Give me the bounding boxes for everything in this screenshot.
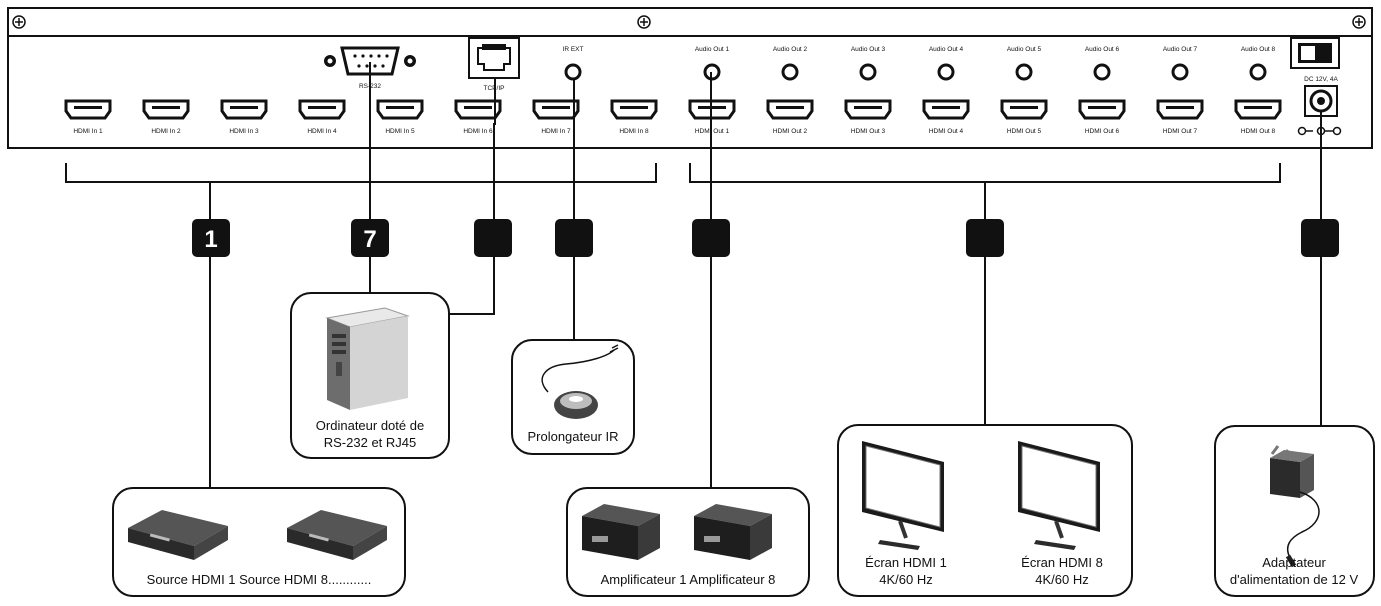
step-badge bbox=[692, 219, 730, 257]
hdmi-in-bracket bbox=[65, 163, 657, 183]
adapter-label-line2: d'alimentation de 12 V bbox=[1230, 572, 1359, 587]
ir-receiver-icon bbox=[541, 344, 619, 419]
hdmi-out-port-8 bbox=[1234, 99, 1282, 120]
hdmi-source-device-icon bbox=[287, 510, 387, 560]
step-badge bbox=[966, 219, 1004, 257]
hdmi-out-port-2-label: HDMI Out 2 bbox=[773, 128, 808, 135]
audio-out-jack-5 bbox=[1015, 63, 1033, 81]
hdmi-in-port-4-label: HDMI In 4 bbox=[307, 128, 337, 135]
screen8-label-line1: Écran HDMI 8 bbox=[1021, 555, 1103, 570]
screens-box: Écran HDMI 1 4K/60 Hz Écran HDMI 8 4K/60… bbox=[837, 424, 1133, 597]
screen8-label-line2: 4K/60 Hz bbox=[1035, 572, 1088, 587]
panel-screw bbox=[12, 15, 26, 29]
audio-out-jack-7 bbox=[1171, 63, 1189, 81]
panel-screw bbox=[1352, 15, 1366, 29]
step-badge: 7 bbox=[351, 219, 389, 257]
hdmi-in-port-8 bbox=[610, 99, 658, 120]
hdmi-out-port-8-label: HDMI Out 8 bbox=[1241, 128, 1276, 135]
audio-out-jack-4 bbox=[937, 63, 955, 81]
hdmi-out-port-6 bbox=[1078, 99, 1126, 120]
hdmi-out-port-3 bbox=[844, 99, 892, 120]
amplifiers-box: Amplificateur 1 Amplificateur 8 bbox=[566, 487, 810, 597]
ir-extender-box: Prolongateur IR bbox=[511, 339, 635, 455]
audio-out-label-5: Audio Out 5 bbox=[1007, 46, 1042, 53]
hdmi-out-port-7 bbox=[1156, 99, 1204, 120]
step-badge bbox=[1301, 219, 1339, 257]
tcpip-port: TCP/IP bbox=[468, 37, 520, 92]
amplifiers-label: Amplificateur 1 Amplificateur 8 bbox=[601, 572, 776, 587]
amplifier-icon bbox=[582, 504, 660, 560]
hdmi-sources-label: Source HDMI 1 Source HDMI 8............ bbox=[147, 572, 372, 587]
rs232-port: RS-232 bbox=[324, 46, 416, 90]
audio-out-label-7: Audio Out 7 bbox=[1163, 46, 1198, 53]
hdmi-out-bracket bbox=[689, 163, 1281, 183]
audio-out-jack-3 bbox=[859, 63, 877, 81]
step-badge bbox=[555, 219, 593, 257]
audio-out-jack-6 bbox=[1093, 63, 1111, 81]
audio-out-label-6: Audio Out 6 bbox=[1085, 46, 1120, 53]
hdmi-out-port-7-label: HDMI Out 7 bbox=[1163, 128, 1198, 135]
hdmi-sources-box: Source HDMI 1 Source HDMI 8............ bbox=[112, 487, 406, 597]
hdmi-in-port-2-label: HDMI In 2 bbox=[151, 128, 181, 135]
audio-out-label-8: Audio Out 8 bbox=[1241, 46, 1276, 53]
audio-out-label-1: Audio Out 1 bbox=[695, 46, 730, 53]
hdmi-out-port-3-label: HDMI Out 3 bbox=[851, 128, 886, 135]
hdmi-in-port-5 bbox=[376, 99, 424, 120]
audio-out-label-3: Audio Out 3 bbox=[851, 46, 886, 53]
device-rear-panel: HDMI In 1 HDMI In 2 HDMI In 3 HDMI In 4 HDMI… bbox=[7, 7, 1373, 149]
hdmi-in-port-6 bbox=[454, 99, 502, 120]
hdmi-out-port-2 bbox=[766, 99, 814, 120]
hdmi-in-port-3-label: HDMI In 3 bbox=[229, 128, 259, 135]
ir-ext-label: IR EXT bbox=[563, 46, 584, 53]
hdmi-in-port-5-label: HDMI In 5 bbox=[385, 128, 415, 135]
computer-label-line1: Ordinateur doté de bbox=[316, 418, 424, 433]
hdmi-in-port-4 bbox=[298, 99, 346, 120]
audio-out-jack-2 bbox=[781, 63, 799, 81]
hdmi-in-port-3 bbox=[220, 99, 268, 120]
hdmi-in-port-8-label: HDMI In 8 bbox=[619, 128, 649, 135]
hdmi-out-port-1-label: HDMI Out 1 bbox=[695, 128, 730, 135]
hdmi-out-port-5-label: HDMI Out 5 bbox=[1007, 128, 1042, 135]
monitor-icon bbox=[862, 441, 944, 550]
power-adapter-box: Adaptateur d'alimentation de 12 V bbox=[1214, 425, 1375, 597]
hdmi-in-port-6-label: HDMI In 6 bbox=[463, 128, 493, 135]
hdmi-source-device-icon bbox=[128, 510, 228, 560]
audio-out-label-2: Audio Out 2 bbox=[773, 46, 808, 53]
step-badge bbox=[474, 219, 512, 257]
audio-out-label-4: Audio Out 4 bbox=[929, 46, 964, 53]
computer-label-line2: RS-232 et RJ45 bbox=[324, 435, 417, 450]
hdmi-in-port-7 bbox=[532, 99, 580, 120]
hdmi-out-port-4 bbox=[922, 99, 970, 120]
panel-screw bbox=[637, 15, 651, 29]
dc-label: DC 12V, 4A bbox=[1304, 76, 1338, 83]
hdmi-in-port-1-label: HDMI In 1 bbox=[73, 128, 103, 135]
ir-extender-label: Prolongateur IR bbox=[527, 429, 618, 444]
hdmi-in-port-7-label: HDMI In 7 bbox=[541, 128, 571, 135]
hdmi-in-port-2 bbox=[142, 99, 190, 120]
power-adapter-icon bbox=[1270, 445, 1320, 568]
hdmi-out-port-4-label: HDMI Out 4 bbox=[929, 128, 964, 135]
monitor-icon bbox=[1018, 441, 1100, 550]
amplifier-icon bbox=[694, 504, 772, 560]
computer-tower-icon bbox=[325, 307, 410, 410]
computer-box: Ordinateur doté de RS-232 et RJ45 bbox=[290, 292, 450, 459]
power-switch bbox=[1290, 37, 1340, 69]
audio-out-jack-8 bbox=[1249, 63, 1267, 81]
screen1-label-line2: 4K/60 Hz bbox=[879, 572, 932, 587]
step-badge-number: 7 bbox=[363, 226, 376, 253]
step-badge-number: 1 bbox=[204, 226, 217, 253]
hdmi-in-port-1 bbox=[64, 99, 112, 120]
hdmi-out-port-6-label: HDMI Out 6 bbox=[1085, 128, 1120, 135]
screen1-label-line1: Écran HDMI 1 bbox=[865, 555, 947, 570]
hdmi-out-port-5 bbox=[1000, 99, 1048, 120]
step-badge: 1 bbox=[192, 219, 230, 257]
adapter-label-line1: Adaptateur bbox=[1262, 555, 1326, 570]
